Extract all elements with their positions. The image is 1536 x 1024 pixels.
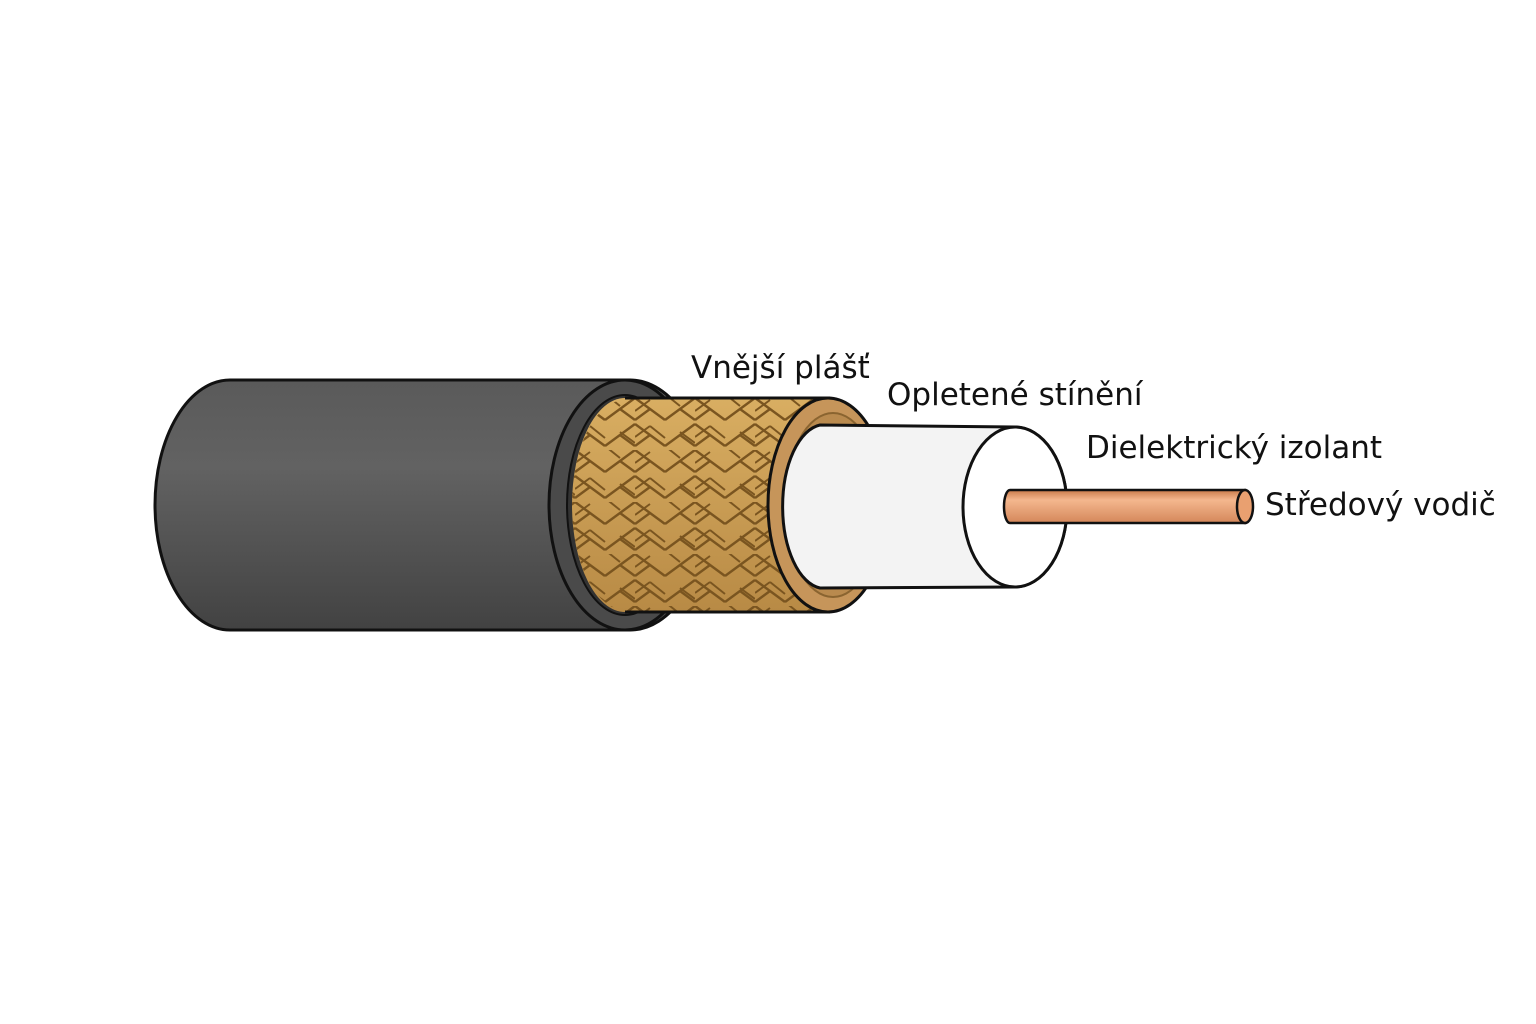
center-conductor bbox=[1002, 488, 1255, 525]
label-dielectric: Dielektrický izolant bbox=[1086, 430, 1382, 466]
label-center-conductor: Středový vodič bbox=[1265, 487, 1496, 523]
label-braided-shield: Opletené stínění bbox=[887, 377, 1144, 413]
label-outer-jacket: Vnější plášť bbox=[691, 350, 870, 386]
